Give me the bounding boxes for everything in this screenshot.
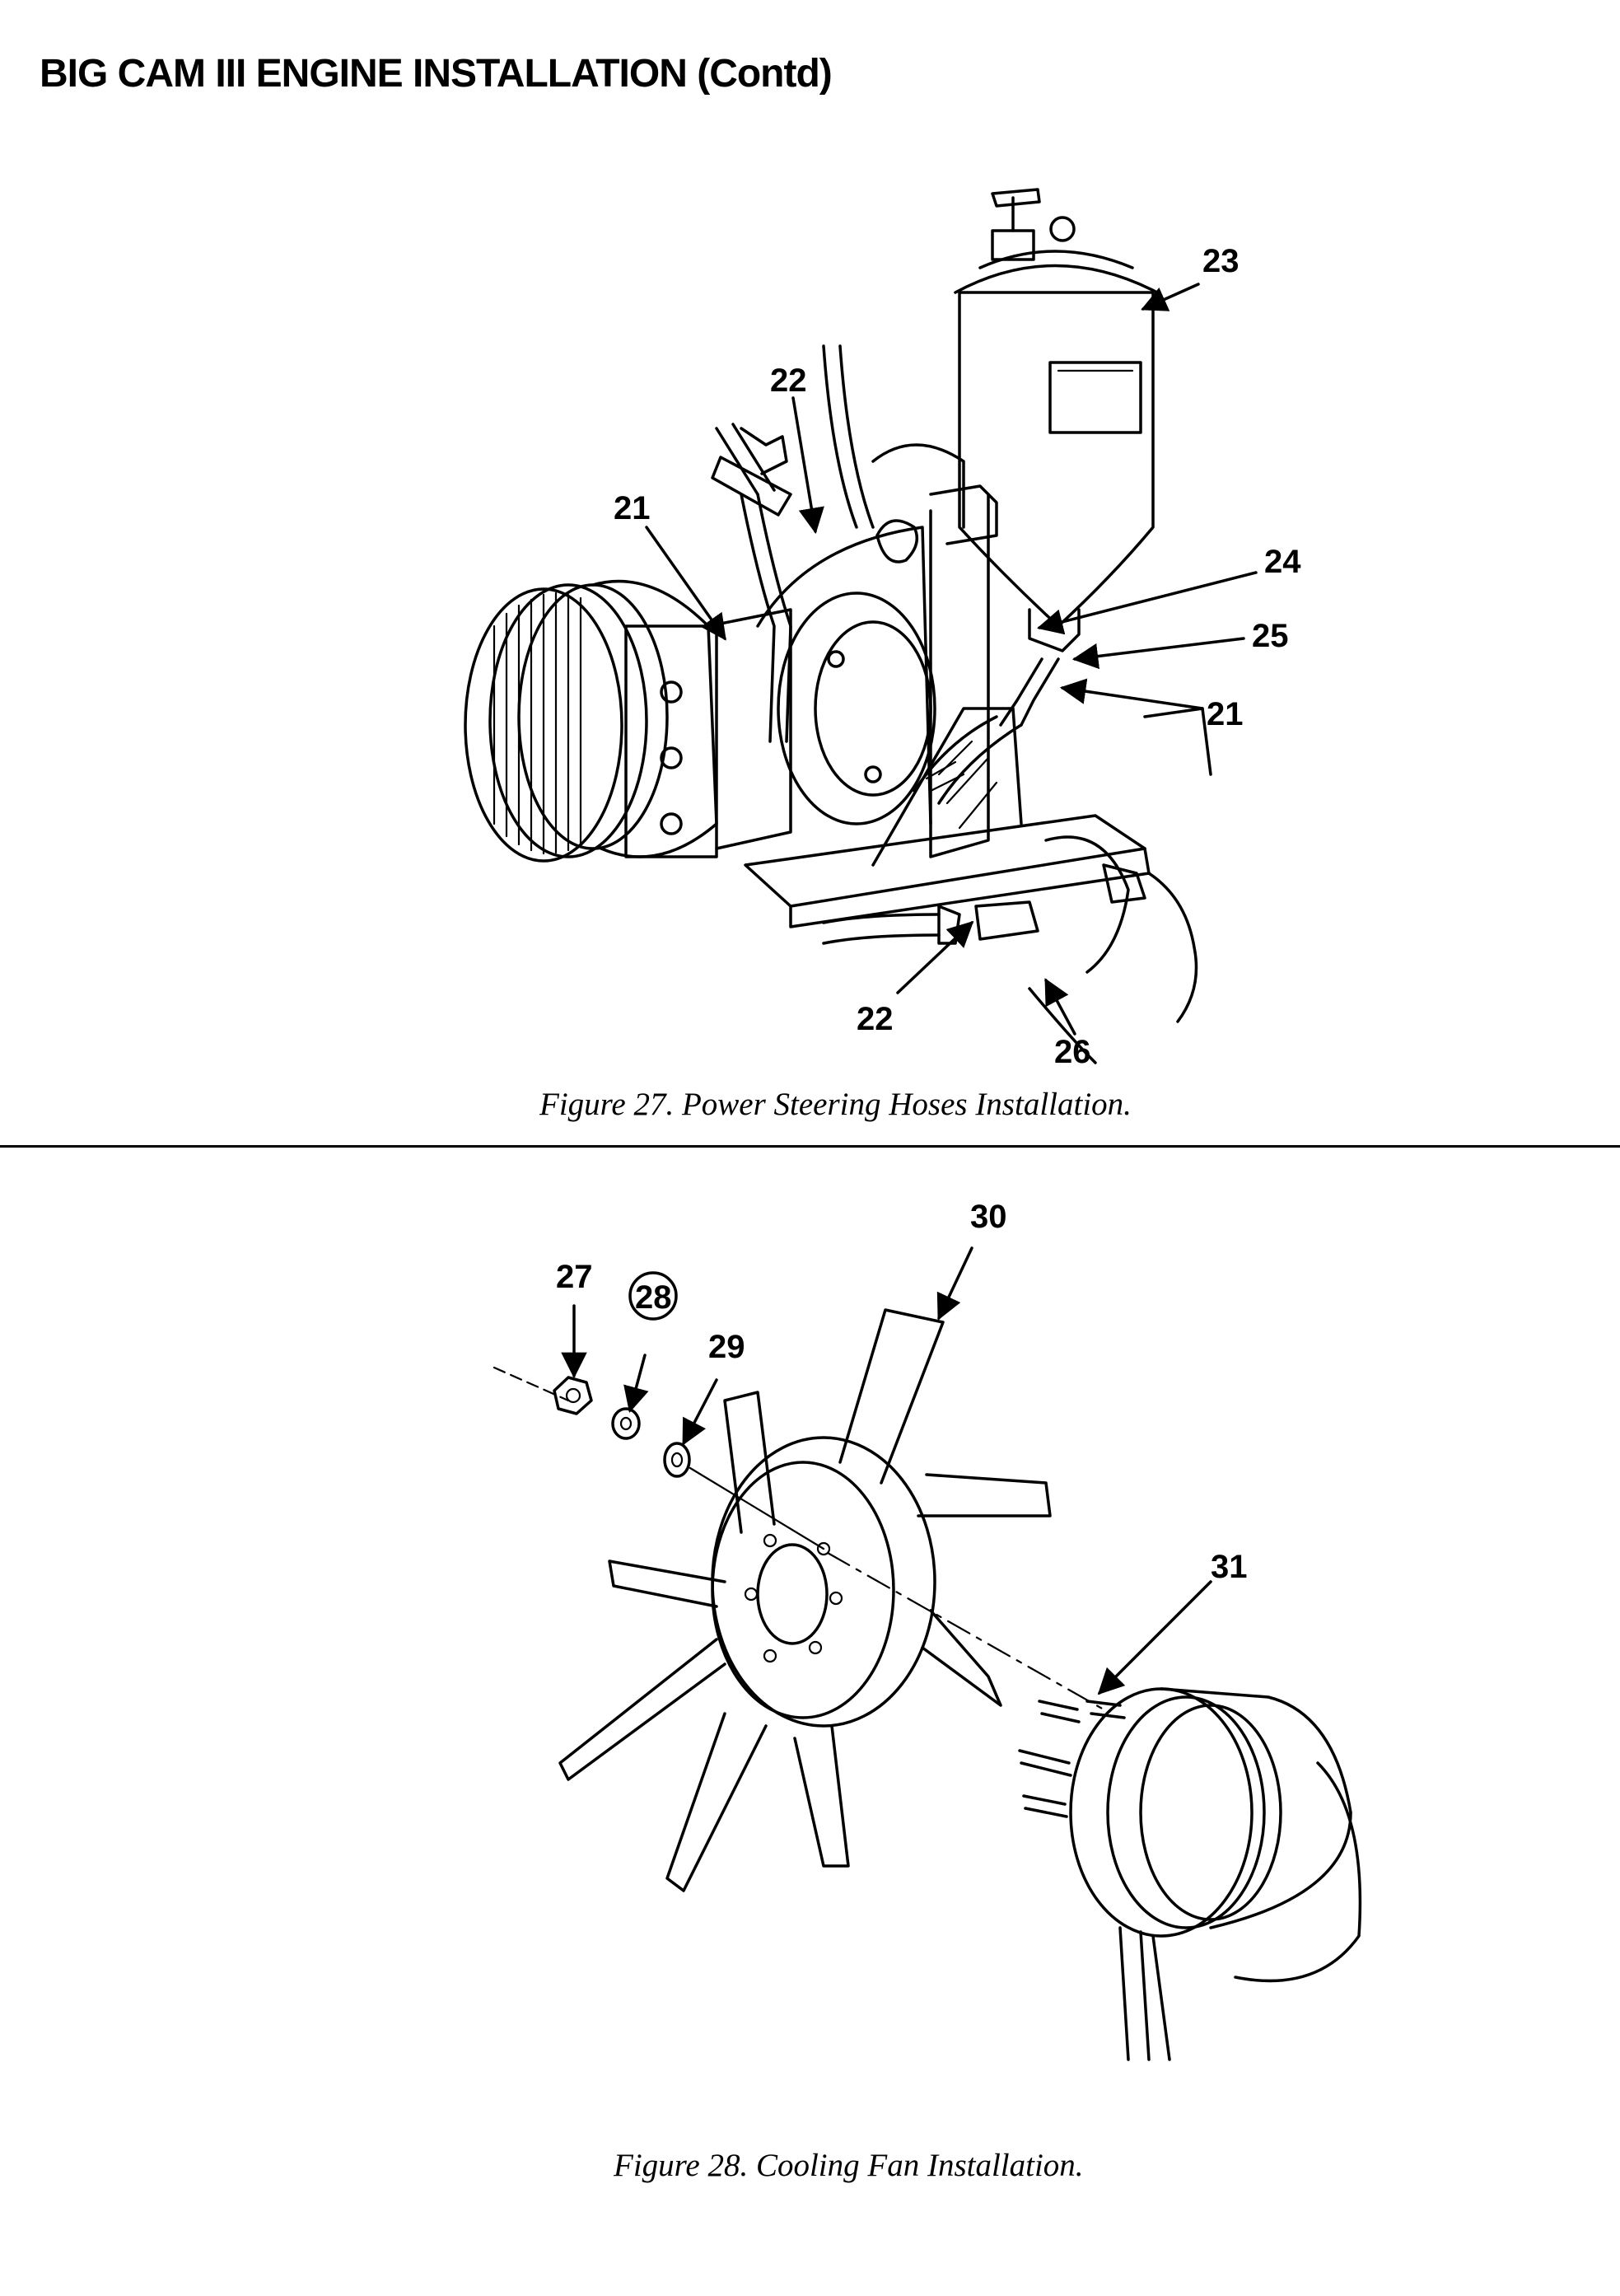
fan-pulley [1018,1687,1362,2061]
callout-21-lower: 21 [1207,696,1244,732]
page-title: BIG CAM III ENGINE INSTALLATION (Contd) [40,52,833,96]
lower-hose [822,657,1146,974]
callout-26: 26 [1054,1034,1091,1070]
callout-28-circle [628,1271,678,1321]
callout-25: 25 [1252,618,1289,654]
fan-hub [711,1436,936,1728]
callout-23: 23 [1202,243,1240,279]
callout-22-lower: 22 [857,1001,894,1037]
callout-30: 30 [970,1199,1007,1235]
engine-housing [756,344,965,825]
callout-29: 29 [708,1329,745,1365]
fan-fasteners [493,1366,825,1550]
mounting-bracket [744,493,1151,928]
callout-31: 31 [1211,1549,1248,1585]
figure-27-power-steering-drawing [464,188,1212,1064]
figure-28-cooling-fan-drawing [493,1308,1362,2061]
callout-24: 24 [1264,544,1301,580]
section-divider [0,1145,1620,1148]
figure-27-leaders [645,283,1258,1036]
figure-28-caption: Figure 28. Cooling Fan Installation. [614,2148,1084,2183]
callout-22-upper: 22 [770,362,807,399]
callout-27: 27 [556,1259,593,1295]
upper-hose [711,423,998,743]
figure-27-caption: Figure 27. Power Steering Hoses Installa… [539,1087,1132,1122]
power-steering-reservoir [954,188,1159,652]
callout-21-upper: 21 [614,490,651,526]
alignment-axis [826,1551,1105,1711]
callout-28: 28 [635,1279,672,1316]
pump-pulley [464,579,792,863]
figure-28-leaders [561,1246,1212,1695]
